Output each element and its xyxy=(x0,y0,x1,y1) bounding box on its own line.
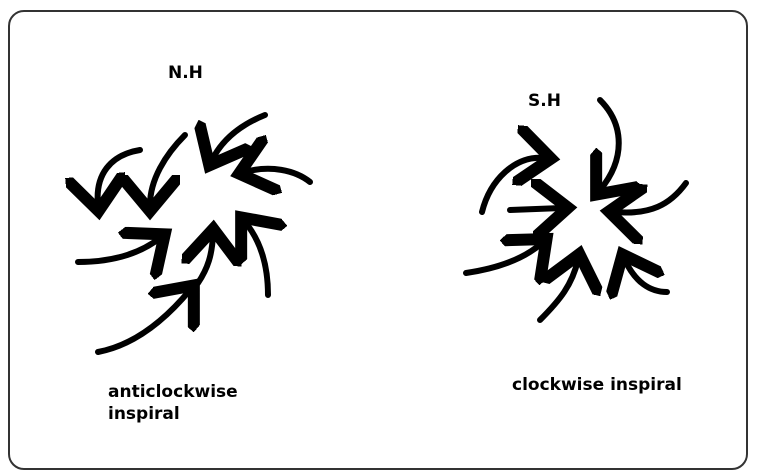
nh-arrow-2 xyxy=(150,132,188,205)
nh-arrow-1 xyxy=(98,147,143,205)
nh-arrow-8 xyxy=(95,290,190,355)
clockwise-caption: clockwise inspiral xyxy=(512,375,682,395)
nh-arrow-3 xyxy=(212,112,268,160)
sh-arrow-1 xyxy=(479,158,545,215)
sh-arrow-4 xyxy=(507,208,562,210)
southern-hemisphere-label: S.H xyxy=(528,91,561,111)
nh-arrow-7 xyxy=(198,235,213,286)
nh-arrow-4 xyxy=(245,169,313,182)
wind-arrows xyxy=(0,97,689,355)
anticlockwise-caption-line2: inspiral xyxy=(108,404,180,424)
nh-arrow-5 xyxy=(75,238,160,262)
sh-arrow-7 xyxy=(537,260,578,323)
nh-arrow-6 xyxy=(245,222,268,298)
sh-arrow-5 xyxy=(463,243,542,273)
sh-arrow-2 xyxy=(600,97,619,190)
sh-arrow-3 xyxy=(615,183,689,213)
northern-hemisphere-label: N.H xyxy=(168,63,203,83)
anticlockwise-caption-line1: anticlockwise xyxy=(108,382,238,402)
sh-arrow-6 xyxy=(625,260,670,292)
anticlockwise-caption: anticlockwise inspiral xyxy=(108,381,308,425)
